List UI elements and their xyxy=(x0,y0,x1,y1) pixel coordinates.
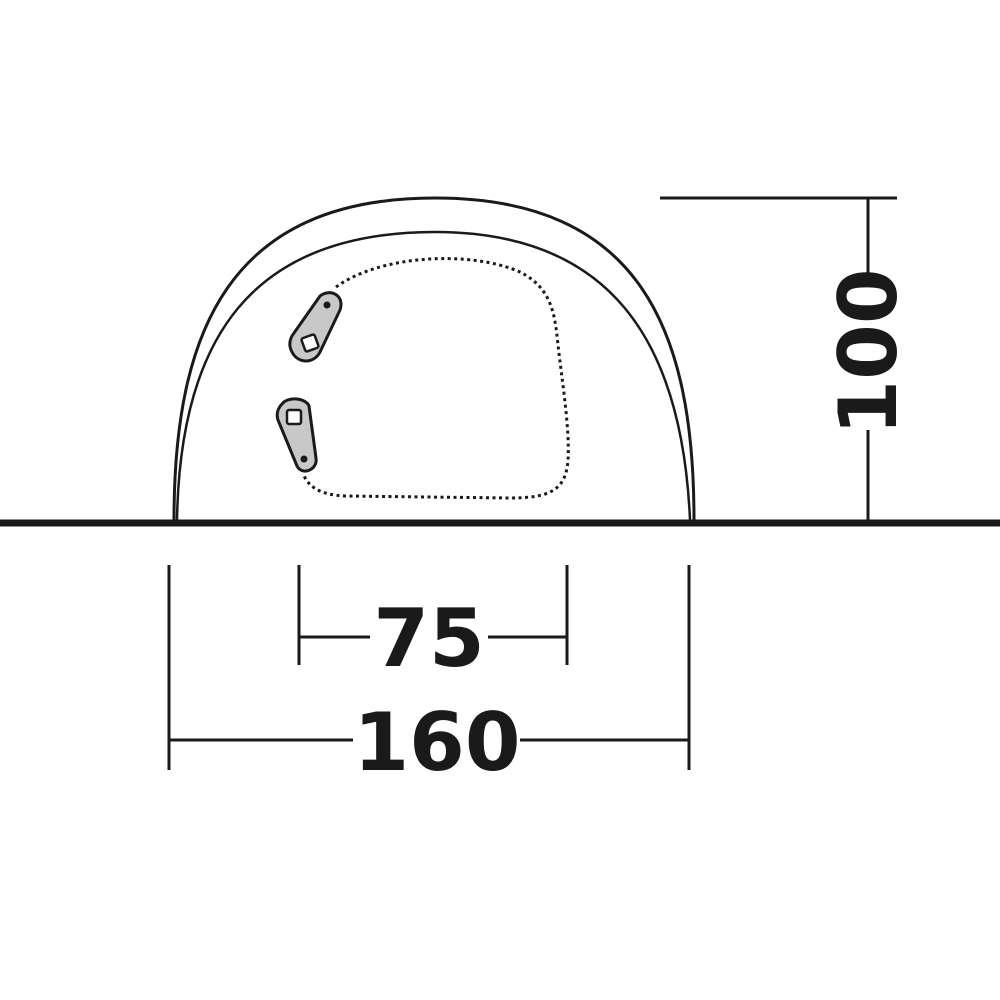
door-zipper-outline xyxy=(302,257,570,500)
door-width-dimension: 75 xyxy=(297,565,569,685)
total-width-dimension: 160 xyxy=(167,565,691,789)
tent-outer-dome xyxy=(172,196,696,521)
tent-inner-dome xyxy=(175,230,692,521)
height-label: 100 xyxy=(822,269,915,436)
total-width-label: 160 xyxy=(354,696,521,789)
door-width-label: 75 xyxy=(373,592,484,685)
door-toggle-lower xyxy=(275,397,318,473)
door-toggle-upper xyxy=(288,291,343,363)
height-dimension: 100 xyxy=(660,196,915,520)
